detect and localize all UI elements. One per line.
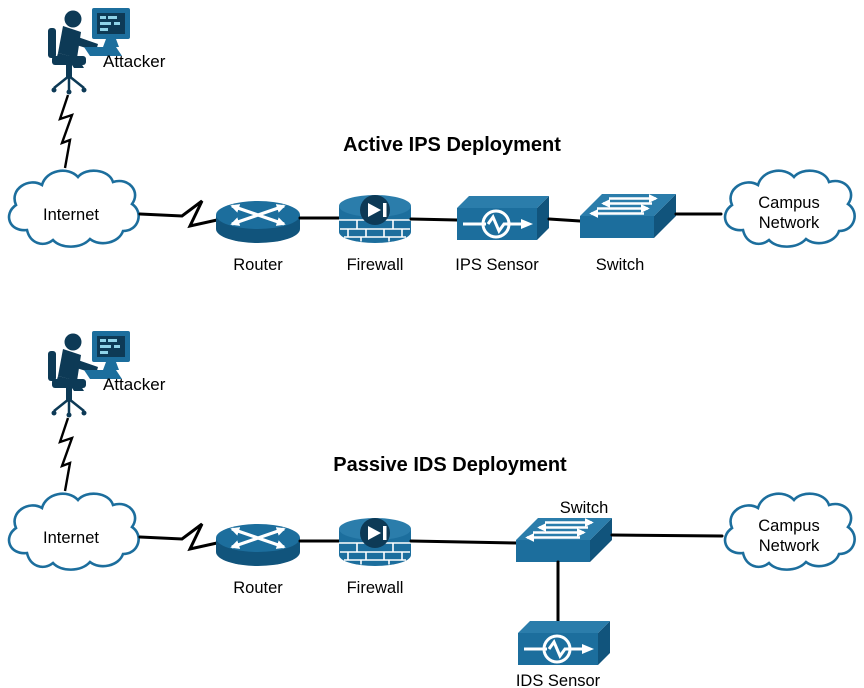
campus-label-line1: Campus <box>758 194 819 212</box>
link-internet-router <box>138 522 219 552</box>
ids-sensor-label: IDS Sensor <box>516 672 601 688</box>
attacker-label: Attacker <box>103 375 166 394</box>
passive-ids-section: Passive IDS Deployment Attacker Internet… <box>7 329 856 688</box>
ips-sensor-label: IPS Sensor <box>455 256 539 274</box>
campus-label-line2: Network <box>759 214 820 232</box>
firewall-icon <box>338 517 412 567</box>
internet-label: Internet <box>43 206 99 224</box>
ips-sensor-icon <box>455 194 551 242</box>
router-label: Router <box>233 579 283 597</box>
link-firewall-ips <box>409 217 459 222</box>
attack-bolt-line <box>58 417 74 492</box>
router-icon <box>216 524 300 566</box>
firewall-icon <box>338 194 412 244</box>
attack-bolt-line <box>58 94 74 169</box>
router-label: Router <box>233 256 283 274</box>
firewall-label: Firewall <box>347 256 404 274</box>
campus-label-line1: Campus <box>758 517 819 535</box>
attacker-label: Attacker <box>103 52 166 71</box>
switch-icon <box>580 194 676 238</box>
section-title: Passive IDS Deployment <box>333 454 567 476</box>
router-icon <box>216 201 300 243</box>
ids-sensor-icon <box>516 619 612 667</box>
internet-label: Internet <box>43 529 99 547</box>
link-firewall-switch <box>409 539 519 545</box>
link-ips-switch <box>547 217 582 223</box>
link-switch-campus <box>610 533 724 538</box>
switch-icon <box>516 518 612 562</box>
section-title: Active IPS Deployment <box>343 134 561 156</box>
active-ips-section: Active IPS Deployment Attacker Internet … <box>7 6 856 274</box>
switch-label: Switch <box>560 499 609 517</box>
link-internet-router <box>138 199 219 229</box>
campus-label-line2: Network <box>759 537 820 555</box>
firewall-label: Firewall <box>347 579 404 597</box>
switch-label: Switch <box>596 256 645 274</box>
